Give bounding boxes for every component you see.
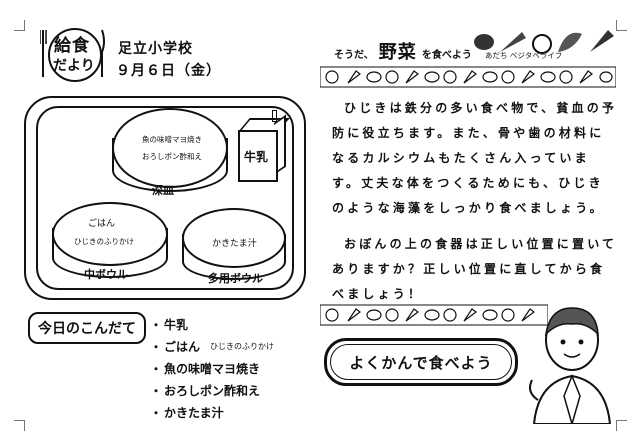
- medium-bowl-label: 中ボウル: [84, 268, 128, 281]
- menu-item: ・かきたま汁: [150, 406, 224, 420]
- newsletter-logo: 給食 だより: [40, 22, 106, 82]
- menu-item: ・魚の味噌マヨ焼き: [150, 362, 261, 376]
- lunch-tray: [24, 96, 306, 300]
- column-paragraph: ひじきは鉄分の多い食べ物で、貧血の予防に役立ちます。また、骨や歯の材料になるカル…: [332, 101, 618, 215]
- menu-item: ・おろしポン酢和え: [150, 384, 261, 398]
- slogan-banner-border: [330, 344, 512, 380]
- column-paragraph: おぼんの上の食器は正しい位置に置いてありますか？正しい位置に直してから食べましょ…: [332, 237, 618, 301]
- crop-mark: [616, 20, 627, 31]
- lunch-tray-inner: [36, 106, 294, 290]
- vegetable-border: [320, 304, 548, 326]
- nutritionist-illustration: [529, 307, 612, 424]
- crop-mark: [14, 20, 25, 31]
- menu-item: ・牛乳: [150, 318, 189, 332]
- headline-title-tail: を食べよう: [421, 50, 472, 61]
- headline-eyebrow: そうだ、: [334, 50, 374, 61]
- deep-plate: [112, 108, 228, 188]
- multi-bowl: [182, 208, 286, 268]
- vegetable-border: [320, 66, 616, 88]
- fork-knife-icon: [40, 29, 105, 77]
- medium-bowl: [52, 202, 168, 266]
- milk-carton: [238, 130, 278, 182]
- slogan-text: よくかんで食べよう: [349, 353, 493, 372]
- menu-list: ・牛乳 ・ごはんひじきのふりかけ ・魚の味噌マヨ焼き ・おろしポン酢和え ・かき…: [150, 314, 274, 424]
- straw-icon: [272, 110, 277, 122]
- column-headline: そうだ、 野菜 を食べよう あだち ベジタベライフ: [334, 38, 562, 64]
- issue-date: ９月６日（金）: [116, 63, 221, 79]
- deep-plate-item: 魚の味噌マヨ焼き: [142, 135, 202, 144]
- school-name: 足立小学校: [118, 41, 193, 57]
- plate-icon: [48, 28, 102, 82]
- menu-title-text: 今日のこんだて: [28, 312, 146, 344]
- vegetables-icon: [474, 30, 614, 54]
- logo-title: 給食: [54, 36, 90, 56]
- menu-item: ・ごはんひじきのふりかけ: [150, 336, 274, 358]
- crop-mark: [616, 420, 627, 431]
- deep-plate-item: おろしポン酢和え: [142, 152, 202, 161]
- crop-mark: [14, 420, 25, 431]
- deep-plate-label: 深皿: [152, 184, 174, 197]
- logo-subtitle: だより: [53, 58, 95, 74]
- multi-bowl-label: 多用ボウル: [208, 272, 263, 285]
- menu-title: 今日のこんだて: [28, 312, 146, 344]
- medium-bowl-item: ひじきのふりかけ: [74, 237, 134, 246]
- headline-title: 野菜: [378, 42, 417, 63]
- headline-subtitle: あだち ベジタベライフ: [484, 51, 563, 60]
- multi-bowl-item: かきたま汁: [212, 239, 257, 249]
- menu-item-note: ひじきのふりかけ: [210, 342, 275, 351]
- milk-label: 牛乳: [244, 150, 269, 164]
- slogan-banner: よくかんで食べよう: [324, 338, 518, 386]
- medium-bowl-item: ごはん: [88, 219, 116, 229]
